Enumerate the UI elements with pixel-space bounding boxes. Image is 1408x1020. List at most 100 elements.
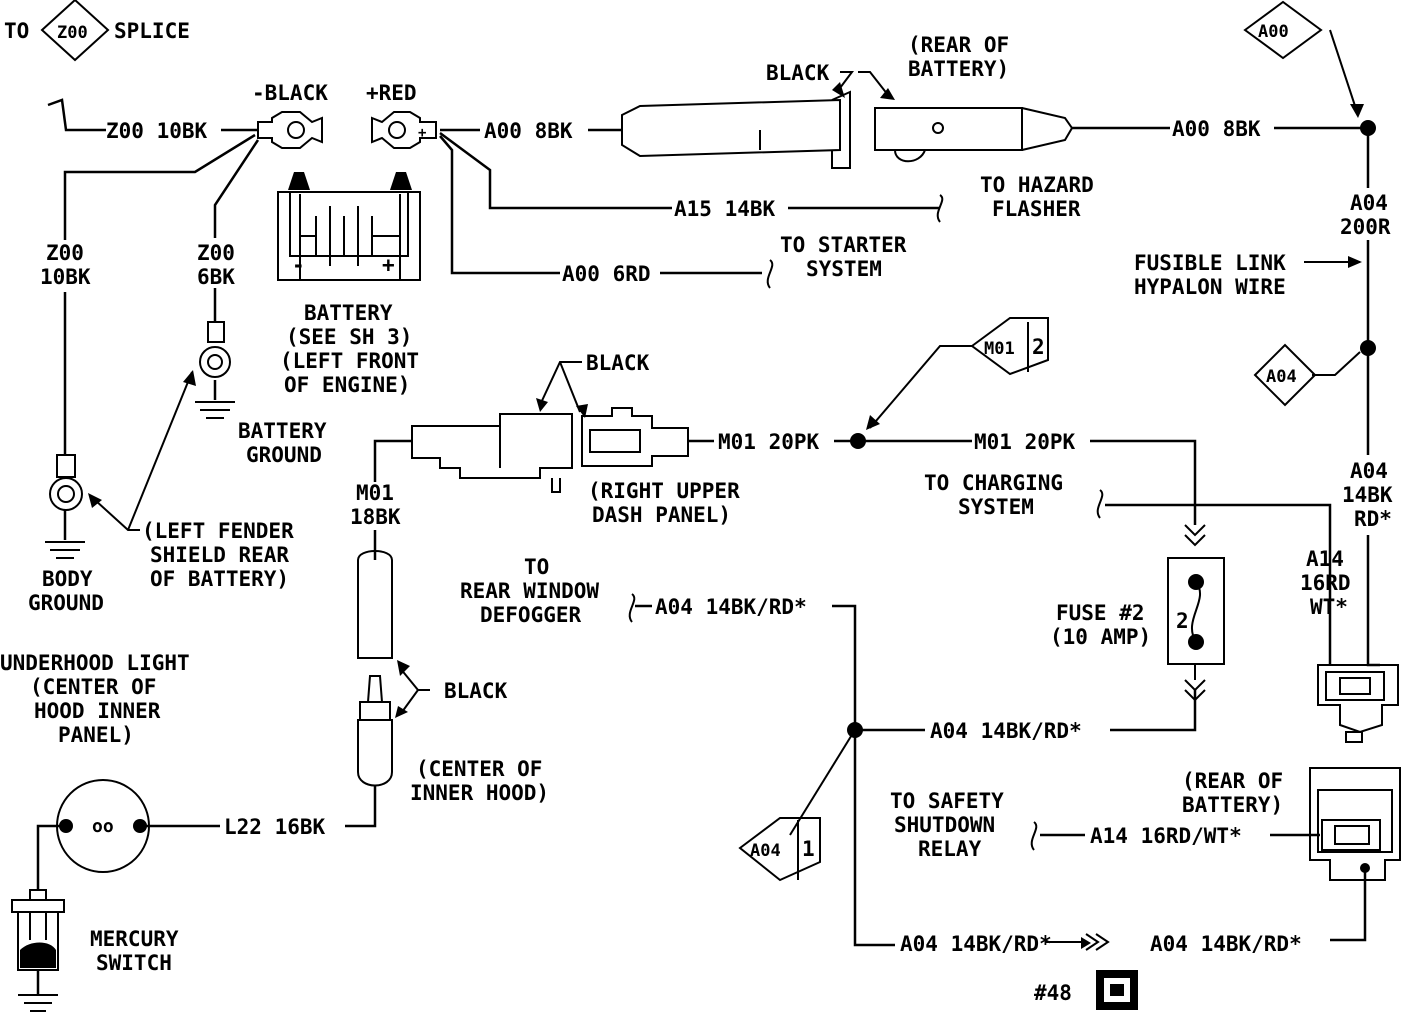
label-to-charging: TO CHARGING: [924, 471, 1063, 495]
wire-a04-14bkrd-1: A04 14BK/RD*: [655, 595, 807, 619]
connector-48-icon: [1096, 970, 1138, 1010]
label-of-battery: OF BATTERY): [150, 567, 289, 591]
label-to-starter: TO STARTER: [780, 233, 907, 257]
label-fusible-link: FUSIBLE LINK: [1134, 251, 1286, 275]
wire-18bk: 18BK: [350, 505, 401, 529]
wire-10bk-left: 10BK: [40, 265, 91, 289]
positive-terminal: +: [371, 111, 437, 149]
tag-z00: Z00: [57, 23, 88, 43]
label-shutdown: SHUTDOWN: [894, 813, 995, 837]
label-to-safety: TO SAFETY: [890, 789, 1004, 813]
body-ground-symbol: [45, 454, 85, 559]
wire-a04-1: A04: [1350, 191, 1388, 215]
label-underhood-1: UNDERHOOD LIGHT: [0, 651, 190, 675]
negative-terminal: [257, 111, 323, 149]
mercury-switch-icon: [11, 889, 65, 1012]
tag-m01-num: 2: [1032, 335, 1045, 359]
label-splice: SPLICE: [114, 19, 190, 43]
wire-a14-v: A14: [1306, 547, 1344, 571]
battery-minus: -: [292, 253, 305, 277]
wire-a00-8bk-left: A00 8BK: [484, 119, 573, 143]
label-dash-panel: DASH PANEL): [592, 503, 731, 527]
wire-a04-14bkrd-3: A04 14BK/RD*: [900, 932, 1052, 956]
wire-m01-20pk-left: M01 20PK: [718, 430, 820, 454]
label-system-1: SYSTEM: [806, 257, 882, 281]
wire-wt-star: WT*: [1310, 595, 1348, 619]
label-battery: BATTERY: [304, 301, 393, 325]
term-plus: +: [418, 125, 426, 141]
tag-a04-right: A04: [1266, 367, 1297, 387]
label-pos-red: +RED: [366, 81, 417, 105]
fuse-number: 2: [1176, 609, 1189, 633]
wire-14bk: 14BK: [1342, 483, 1393, 507]
label-underhood-2: (CENTER OF: [30, 675, 156, 699]
label-relay: RELAY: [918, 837, 982, 861]
dash-connector-m01: [411, 407, 689, 493]
label-inner-hood: INNER HOOD): [410, 781, 549, 805]
tag-a04-low-num: 1: [802, 837, 815, 861]
label-flasher: FLASHER: [992, 197, 1081, 221]
label-defogger: DEFOGGER: [480, 603, 582, 627]
label-left-fender: (LEFT FENDER: [142, 519, 294, 543]
wire-16rd: 16RD: [1300, 571, 1351, 595]
label-see-sh3: (SEE SH 3): [286, 325, 412, 349]
wire-m01-20pk-right: M01 20PK: [974, 430, 1076, 454]
wire-break-squiggles: [628, 194, 1104, 851]
battery-icon: - +: [277, 172, 421, 281]
wire-a04-14bkrd-2: A04 14BK/RD*: [930, 719, 1082, 743]
wire-a00-6rd: A00 6RD: [562, 262, 651, 286]
label-neg-black: -BLACK: [252, 81, 328, 105]
label-center-of: (CENTER OF: [416, 757, 542, 781]
label-to: TO: [4, 19, 29, 43]
wire-a04-14bkrd-4: A04 14BK/RD*: [1150, 932, 1302, 956]
hood-connector: [357, 550, 393, 787]
label-to-rw: TO: [524, 555, 549, 579]
wire-z00-mid: Z00: [197, 241, 235, 265]
label-underhood-4: PANEL): [58, 723, 134, 747]
label-battery-paren-1: BATTERY): [908, 57, 1009, 81]
label-mercury: MERCURY: [90, 927, 179, 951]
wire-a04-2: A04: [1350, 459, 1388, 483]
wire-6bk-mid: 6BK: [197, 265, 235, 289]
label-body: BODY: [42, 567, 93, 591]
battery-ground-symbol: [195, 321, 235, 419]
fuse-2-icon: 2: [1167, 524, 1225, 702]
battery-plus: +: [382, 253, 395, 277]
label-rear-of-2: (REAR OF: [1182, 769, 1283, 793]
label-black-low: BLACK: [444, 679, 508, 703]
wire-l22-16bk: L22 16BK: [224, 815, 326, 839]
wire-z00-10bk-top: Z00 10BK: [106, 119, 208, 143]
lamp-filament: oo: [92, 816, 114, 837]
labels: TO Z00 SPLICE -BLACK +RED Z00 10BK A00 8…: [0, 19, 1393, 1005]
right-connector: [1317, 664, 1399, 743]
wire-rd-star: RD*: [1354, 507, 1392, 531]
label-system-2: SYSTEM: [958, 495, 1034, 519]
tag-a00: A00: [1258, 22, 1289, 42]
label-switch: SWITCH: [96, 951, 172, 975]
label-black-top: BLACK: [766, 61, 830, 85]
label-of-engine: OF ENGINE): [284, 373, 410, 397]
splice-points: [847, 120, 1376, 738]
wires: [36, 29, 1380, 995]
wire-a14-16rdwt: A14 16RD/WT*: [1090, 824, 1242, 848]
label-rear-window: REAR WINDOW: [460, 579, 599, 603]
label-shield-rear: SHIELD REAR: [150, 543, 289, 567]
label-rear-of-1: (REAR OF: [908, 33, 1009, 57]
label-to-hazard: TO HAZARD: [980, 173, 1094, 197]
wire-z00-left: Z00: [46, 241, 84, 265]
label-fuse-2: FUSE #2: [1056, 601, 1145, 625]
label-connector-48: #48: [1034, 981, 1072, 1005]
label-right-upper: (RIGHT UPPER: [588, 479, 740, 503]
diamond-tags: [40, 0, 1323, 882]
wire-a15-14bk: A15 14BK: [674, 197, 776, 221]
inline-connector-a00: [621, 90, 1074, 169]
label-left-front: (LEFT FRONT: [280, 349, 419, 373]
leader-lines: [94, 71, 1110, 951]
label-battery-ground-1: BATTERY: [238, 419, 327, 443]
label-battery-paren-2: BATTERY): [1182, 793, 1283, 817]
label-10amp: (10 AMP): [1050, 625, 1151, 649]
wire-m01-v: M01: [356, 481, 394, 505]
label-hypalon: HYPALON WIRE: [1134, 275, 1286, 299]
rear-battery-connector: [1309, 767, 1401, 881]
